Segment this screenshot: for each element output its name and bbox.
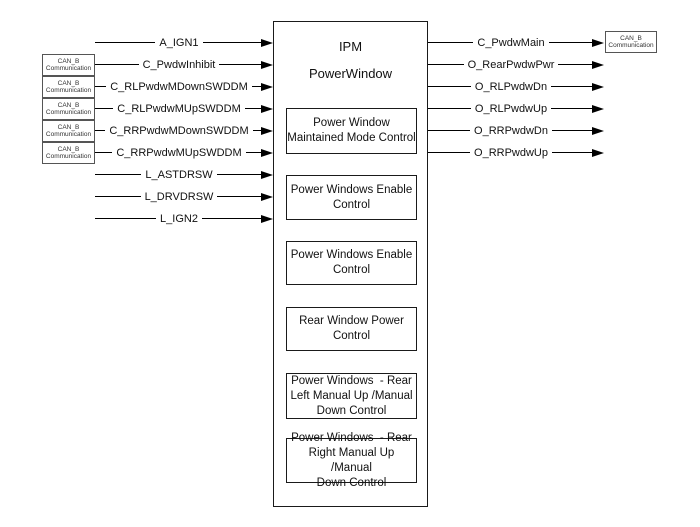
output-row-c-pwdwmain: C_PwdwMain [428, 35, 604, 51]
input-signal-label: C_RLPwdwMDownSWDDM [106, 81, 252, 93]
arrowhead-right-icon [592, 82, 604, 91]
output-row-o-rlpwdwup: O_RLPwdwUp [428, 101, 604, 117]
input-row-c-pwdwinhibit: C_PwdwInhibit [95, 57, 273, 73]
arrowhead-right-icon [592, 60, 604, 69]
can-box-label: CAN_B Communication [45, 123, 92, 139]
input-signal-label: L_DRVDRSW [140, 191, 218, 203]
input-row-c-rlpwdwmupswddm: C_RLPwdwMUpSWDDM [95, 101, 273, 117]
output-signal-label: O_RLPwdwUp [470, 103, 552, 115]
function-block-windows-enable-control-1: Power Windows Enable Control [286, 175, 417, 220]
arrowhead-right-icon [261, 214, 273, 223]
output-row-o-rrpwdwup: O_RRPwdwUp [428, 145, 604, 161]
ipm-powerwindow-module-box: IPM PowerWindow Power Window Maintained … [273, 21, 428, 507]
can-b-box-input-rrpwdwmup: CAN_B Communication [42, 142, 95, 164]
can-b-box-input-rrpwdwmdown: CAN_B Communication [42, 120, 95, 142]
arrowhead-right-icon [261, 192, 273, 201]
input-row-c-rrpwdwmdownswddm: C_RRPwdwMDownSWDDM [95, 123, 273, 139]
function-block-maintained-mode-control: Power Window Maintained Mode Control [286, 108, 417, 154]
arrowhead-right-icon [261, 170, 273, 179]
arrowhead-right-icon [261, 126, 273, 135]
can-box-label: CAN_B Communication [45, 79, 92, 95]
input-signal-label: L_ASTDRSW [141, 169, 217, 181]
arrowhead-right-icon [261, 104, 273, 113]
input-row-l-ign2: L_IGN2 [95, 211, 273, 227]
function-block-windows-enable-control-2: Power Windows Enable Control [286, 241, 417, 285]
output-row-o-rrpwdwdn: O_RRPwdwDn [428, 123, 604, 139]
can-box-label: CAN_B Communication [45, 145, 92, 161]
input-row-l-astdrsw: L_ASTDRSW [95, 167, 273, 183]
arrowhead-right-icon [261, 60, 273, 69]
module-subtitle: PowerWindow [308, 66, 393, 81]
can-b-box-output-pwdwmain: CAN_B Communication [605, 31, 657, 53]
can-b-box-input-pwdwinhibit: CAN_B Communication [42, 54, 95, 76]
input-row-l-drvdrsw: L_DRVDRSW [95, 189, 273, 205]
input-row-c-rlpwdwmdownswddm: C_RLPwdwMDownSWDDM [95, 79, 273, 95]
output-signal-label: C_PwdwMain [473, 37, 549, 49]
arrowhead-right-icon [592, 104, 604, 113]
function-block-rear-right-manual-control: Power Windows - Rear Right Manual Up /Ma… [286, 432, 417, 489]
can-box-label: CAN_B Communication [608, 34, 654, 50]
arrowhead-right-icon [592, 148, 604, 157]
arrowhead-right-icon [261, 148, 273, 157]
arrowhead-right-icon [261, 82, 273, 91]
output-signal-label: O_RRPwdwDn [470, 125, 552, 137]
function-block-rear-left-manual-control: Power Windows - Rear Left Manual Up /Man… [286, 373, 417, 419]
can-b-box-input-rlpwdwmdown: CAN_B Communication [42, 76, 95, 98]
input-row-a-ign1: A_IGN1 [95, 35, 273, 51]
can-box-label: CAN_B Communication [45, 57, 92, 73]
input-signal-label: C_PwdwInhibit [138, 59, 220, 71]
input-signal-label: C_RRPwdwMDownSWDDM [105, 125, 253, 137]
arrowhead-right-icon [592, 38, 604, 47]
function-block-rear-window-power-control: Rear Window Power Control [286, 307, 417, 351]
output-signal-label: O_RLPwdwDn [470, 81, 552, 93]
arrowhead-right-icon [261, 38, 273, 47]
arrowhead-right-icon [592, 126, 604, 135]
input-signal-label: L_IGN2 [156, 213, 202, 225]
module-title: IPM [338, 39, 363, 54]
input-signal-label: C_RLPwdwMUpSWDDM [113, 103, 245, 115]
input-row-c-rrpwdwmupswddm: C_RRPwdwMUpSWDDM [95, 145, 273, 161]
input-signal-label: C_RRPwdwMUpSWDDM [112, 147, 246, 159]
can-box-label: CAN_B Communication [45, 101, 92, 117]
can-b-box-input-rlpwdwmup: CAN_B Communication [42, 98, 95, 120]
input-signal-label: A_IGN1 [155, 37, 203, 49]
output-row-o-rlpwdwdn: O_RLPwdwDn [428, 79, 604, 95]
output-signal-label: O_RRPwdwUp [470, 147, 552, 159]
output-row-o-rearpwdwpwr: O_RearPwdwPwr [428, 57, 604, 73]
output-signal-label: O_RearPwdwPwr [463, 59, 559, 71]
